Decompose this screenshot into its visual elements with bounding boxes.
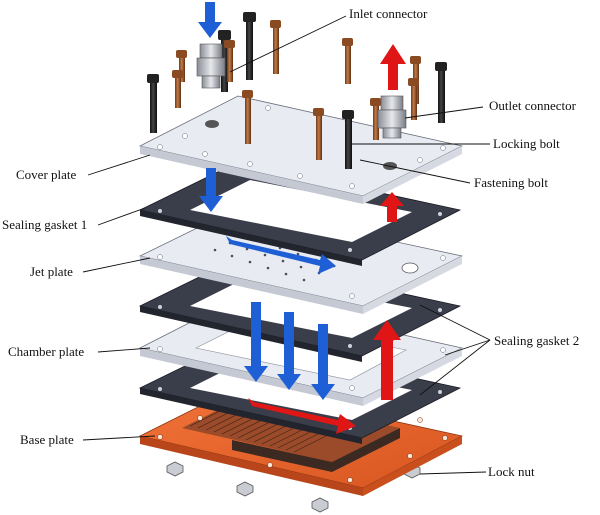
inflow-arrows <box>198 2 336 400</box>
outflow-arrows <box>248 44 406 434</box>
lock-nut-2 <box>236 481 254 497</box>
outlet-connector <box>377 95 407 139</box>
fastening-bolt-7 <box>313 108 324 160</box>
sealing-gasket-1 <box>138 161 462 266</box>
fastening-bolt-3 <box>270 20 281 74</box>
gasket1-inflow-arrow <box>199 168 223 212</box>
leader-lines <box>82 15 491 475</box>
fastening-bolt-5 <box>242 90 253 144</box>
fastening-bolt-9 <box>370 98 381 140</box>
label-sealing-gasket-1: Sealing gasket 1 <box>2 217 87 232</box>
jet-plate-outlet-hole <box>401 262 419 274</box>
label-fastening-bolt: Fastening bolt <box>474 175 548 190</box>
locking-bolt-4 <box>342 110 354 169</box>
locking-bolt-1 <box>147 74 159 133</box>
lock-nut-1 <box>166 461 184 477</box>
bolts <box>147 12 447 169</box>
inlet-arrow <box>198 2 222 38</box>
gasket1-outflow-arrow <box>380 192 404 222</box>
fastening-bolt-10 <box>408 78 419 120</box>
fastening-bolt-2 <box>172 70 183 108</box>
label-chamber-plate: Chamber plate <box>8 344 84 359</box>
lock-nut-3 <box>311 497 329 513</box>
jet-plate-flow-arrow <box>226 236 336 274</box>
cover-plate <box>138 95 464 204</box>
fastening-bolt-6 <box>342 38 353 84</box>
fastening-bolt-4 <box>224 40 235 82</box>
labels: Inlet connector Outlet connector Locking… <box>2 6 579 479</box>
fastening-bolt-1 <box>176 50 187 82</box>
label-outlet-connector: Outlet connector <box>489 98 577 113</box>
inlet-connector <box>196 43 226 89</box>
label-sealing-gasket-2: Sealing gasket 2 <box>494 333 579 348</box>
label-base-plate: Base plate <box>20 432 74 447</box>
chamber-inflow-arrow-2 <box>277 312 301 390</box>
label-lock-nut: Lock nut <box>488 464 535 479</box>
label-cover-plate: Cover plate <box>16 167 77 182</box>
outlet-arrow <box>380 44 406 90</box>
label-inlet-connector: Inlet connector <box>349 6 428 21</box>
base-flow-arrow <box>248 398 356 434</box>
chamber-outflow-arrow <box>373 320 401 400</box>
chamber-inflow-arrow-3 <box>311 324 335 400</box>
locking-bolt-3 <box>243 12 256 80</box>
label-jet-plate: Jet plate <box>30 264 73 279</box>
label-locking-bolt: Locking bolt <box>493 136 560 151</box>
locking-bolt-5 <box>435 62 447 123</box>
chamber-inflow-arrow-1 <box>244 302 268 382</box>
